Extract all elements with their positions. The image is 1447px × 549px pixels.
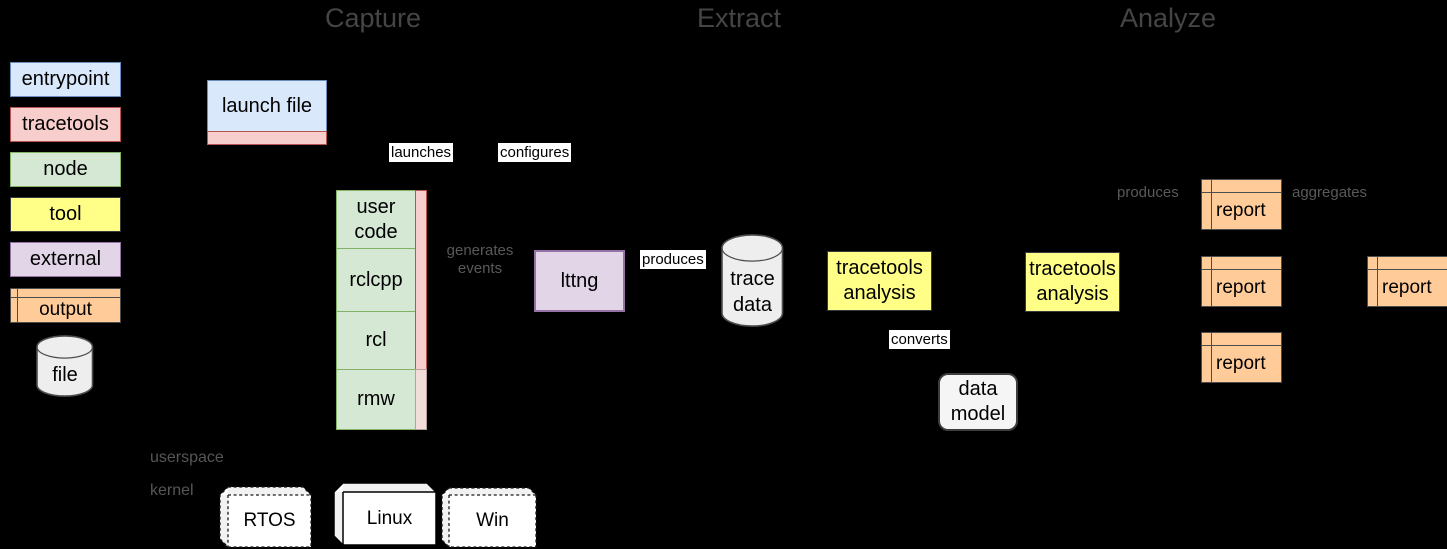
edge-label-configures: configures xyxy=(498,143,572,162)
legend-node-label: node xyxy=(43,158,88,180)
stack-layer-rcl-label: rcl xyxy=(365,329,387,351)
data-model-node: data model xyxy=(938,373,1018,431)
report-left-line xyxy=(1377,257,1378,306)
section-title-analyze: Analyze xyxy=(1119,3,1217,33)
legend-node: node xyxy=(10,152,121,187)
os-rtos-label: RTOS xyxy=(243,510,296,531)
stack-layer-user-code: user code xyxy=(336,190,416,249)
stack-tracetools-strip xyxy=(415,190,427,370)
trace-data-node: trace data xyxy=(721,234,784,327)
report-left-line xyxy=(1211,333,1212,382)
legend-file-label: file xyxy=(52,364,78,386)
report-header-line xyxy=(1202,269,1281,270)
os-win-label: Win xyxy=(476,510,509,531)
launch-file-node: launch file xyxy=(207,80,327,132)
edge-label-produces-analyze: produces xyxy=(1117,184,1179,201)
report-label: report xyxy=(1382,277,1432,298)
section-title-extract: Extract xyxy=(696,3,782,33)
stack-tracetools-strip-rmw xyxy=(415,369,427,430)
legend-tool: tool xyxy=(10,197,121,232)
report-label: report xyxy=(1216,353,1266,374)
legend-tool-label: tool xyxy=(49,203,82,225)
os-cube-win: Win xyxy=(441,487,537,548)
report-left-line xyxy=(1211,257,1212,306)
userspace-label: userspace xyxy=(150,449,224,466)
report-header-line xyxy=(1368,269,1447,270)
legend-external-label: external xyxy=(29,248,102,270)
cube-icon xyxy=(219,486,312,548)
kernel-label: kernel xyxy=(150,482,194,499)
edge-label-produces: produces xyxy=(640,250,706,269)
stack-layer-rclcpp-label: rclcpp xyxy=(349,268,403,291)
os-cube-rtos: RTOS xyxy=(219,486,312,548)
stack-layer-user-code-label: user code xyxy=(354,195,398,243)
section-title-capture: Capture xyxy=(324,3,422,33)
launch-file-label: launch file xyxy=(221,94,313,117)
stack-layer-rmw-label: rmw xyxy=(357,388,395,410)
data-model-label: data model xyxy=(950,378,1006,425)
legend-tracetools: tracetools xyxy=(10,107,121,142)
report-left-line xyxy=(1211,180,1212,229)
edge-label-converts: converts xyxy=(889,330,950,349)
cube-icon xyxy=(441,487,537,548)
stack-layer-rmw: rmw xyxy=(336,369,416,430)
tracetools-analysis-extract-node: tracetools analysis xyxy=(827,251,932,311)
report-node-3: report xyxy=(1201,332,1282,383)
legend-external: external xyxy=(10,242,121,277)
report-label: report xyxy=(1216,277,1266,298)
tracetools-analysis-analyze-node: tracetools analysis xyxy=(1025,252,1120,312)
report-left-line xyxy=(17,289,18,322)
os-linux-label: Linux xyxy=(366,507,413,529)
legend-file: file xyxy=(36,335,94,397)
stack-layer-rclcpp: rclcpp xyxy=(336,248,416,312)
report-header-line xyxy=(11,297,120,298)
trace-data-label: trace data xyxy=(730,268,775,316)
legend-entrypoint-label: entrypoint xyxy=(21,68,110,90)
report-node-1: report xyxy=(1201,179,1282,230)
legend-output: output xyxy=(10,288,121,323)
tracetools-analysis-analyze-label: tracetools analysis xyxy=(1029,258,1116,305)
report-label: report xyxy=(1216,200,1266,221)
edge-label-aggregates: aggregates xyxy=(1292,184,1368,201)
stack-layer-rcl: rcl xyxy=(336,311,416,370)
os-cube-linux: Linux xyxy=(333,482,437,546)
cube-icon xyxy=(333,482,437,546)
lttng-label: lttng xyxy=(560,269,599,292)
edge-label-launches: launches xyxy=(389,143,454,162)
legend-output-label: output xyxy=(39,298,92,320)
report-header-line xyxy=(1202,192,1281,193)
legend-entrypoint: entrypoint xyxy=(10,62,121,97)
lttng-node: lttng xyxy=(534,250,625,312)
edge-label-generates-events: generates events xyxy=(446,242,514,277)
launch-file-tracetools-strip xyxy=(207,131,327,145)
report-node-aggregate: report xyxy=(1367,256,1447,307)
report-header-line xyxy=(1202,345,1281,346)
cylinder-icon xyxy=(721,234,784,327)
cylinder-icon xyxy=(36,335,94,397)
report-node-2: report xyxy=(1201,256,1282,307)
tracetools-analysis-extract-label: tracetools analysis xyxy=(836,257,923,304)
legend-tracetools-label: tracetools xyxy=(22,113,109,135)
